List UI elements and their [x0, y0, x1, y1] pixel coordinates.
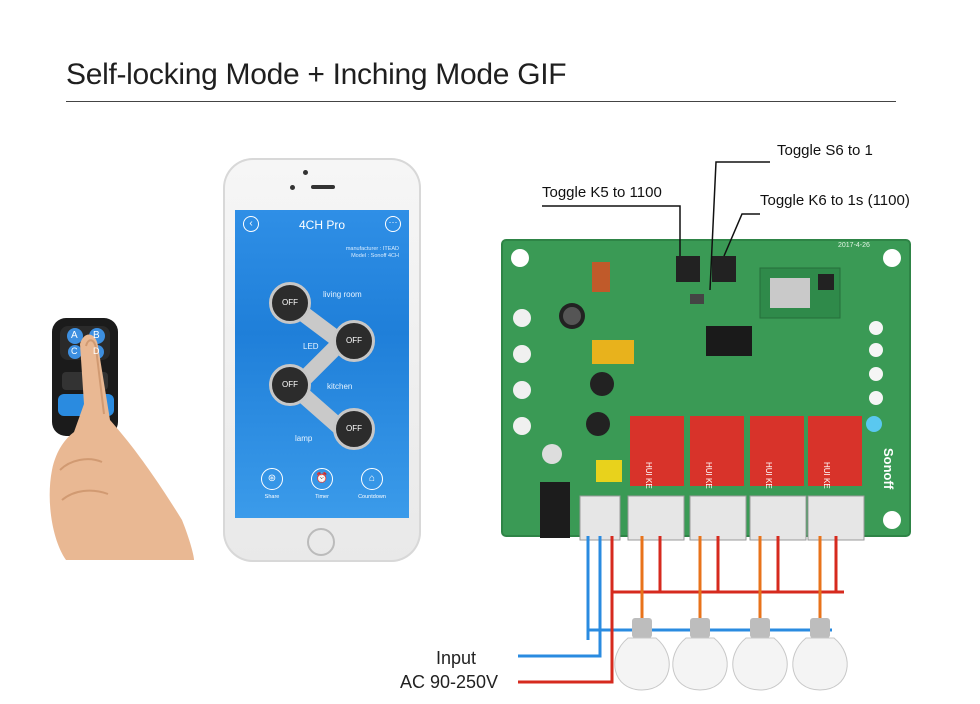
- board-brand: Sonoff: [881, 448, 896, 490]
- channel-2-toggle[interactable]: OFF: [333, 320, 375, 362]
- callout-k6: Toggle K6 to 1s (1100): [760, 192, 910, 209]
- proximity-sensor: [290, 185, 295, 190]
- remote-button-d: D: [93, 346, 100, 356]
- callout-s6: Toggle S6 to 1: [777, 142, 873, 159]
- input-label: Input: [436, 648, 477, 668]
- callout-k5: Toggle K5 to 1100: [542, 184, 662, 201]
- relay-4: HUI KE: [808, 416, 862, 489]
- relay-3: HUI KE: [750, 416, 804, 489]
- relay-1: HUI KE: [630, 416, 684, 489]
- channel-2-label: LED: [303, 342, 319, 351]
- timer-label: Timer: [315, 494, 329, 500]
- neutral-wire: [518, 536, 602, 658]
- channel-4-toggle[interactable]: OFF: [333, 408, 375, 450]
- bulb-1: [614, 618, 670, 691]
- hand-illustration: [49, 334, 195, 560]
- relay-3-label: HUI KE: [764, 462, 773, 489]
- title-divider: [66, 101, 896, 102]
- channel-4-label: lamp: [295, 434, 313, 443]
- bulb-3: [732, 618, 788, 691]
- remote-button-b: B: [93, 330, 100, 341]
- channel-1-label: living room: [323, 290, 362, 299]
- remote-button-c: C: [71, 346, 78, 356]
- relay-1-label: HUI KE: [644, 462, 653, 489]
- channel-3-label: kitchen: [327, 382, 353, 391]
- relay-2-label: HUI KE: [704, 462, 713, 489]
- sonoff-pcb-board: [501, 239, 911, 538]
- bulb-4: [792, 618, 848, 691]
- device-info: manufacturer : ITEAD Model : Sonoff 4CH: [346, 246, 399, 260]
- page-title: Self-locking Mode + Inching Mode GIF: [66, 58, 567, 91]
- callout-leaders: [542, 161, 770, 291]
- share-icon[interactable]: ⊛: [261, 468, 283, 490]
- channel-3-toggle[interactable]: OFF: [269, 364, 311, 406]
- device-model: Model : Sonoff 4CH: [351, 253, 399, 259]
- countdown-label: Countdown: [358, 494, 386, 500]
- board-date-code: 2017-4-26: [838, 242, 870, 249]
- terminal-blocks: [579, 495, 865, 541]
- front-camera: [303, 170, 308, 175]
- live-wire: [518, 536, 614, 684]
- relay-4-label: HUI KE: [822, 462, 831, 489]
- channel-1-toggle[interactable]: OFF: [269, 282, 311, 324]
- bulb-2: [672, 618, 728, 691]
- share-label: Share: [264, 494, 280, 500]
- home-button[interactable]: [307, 528, 335, 556]
- voltage-label: AC 90-250V: [400, 672, 499, 692]
- app-screen: ‹ 4CH Pro ··· manufacturer : ITEAD Model…: [235, 210, 409, 518]
- device-manufacturer: manufacturer : ITEAD: [345, 246, 399, 252]
- more-icon[interactable]: ···: [385, 216, 401, 232]
- relay-2: HUI KE: [690, 416, 744, 489]
- channel-connector-art: [285, 298, 353, 440]
- smartphone: ‹ 4CH Pro ··· manufacturer : ITEAD Model…: [223, 158, 421, 562]
- back-icon[interactable]: ‹: [243, 216, 259, 232]
- remote-button-a: A: [71, 330, 78, 341]
- timer-icon[interactable]: ⏰: [311, 468, 333, 490]
- app-title: 4CH Pro: [298, 218, 345, 232]
- countdown-icon[interactable]: ⌂: [361, 468, 383, 490]
- earpiece-speaker: [311, 185, 335, 189]
